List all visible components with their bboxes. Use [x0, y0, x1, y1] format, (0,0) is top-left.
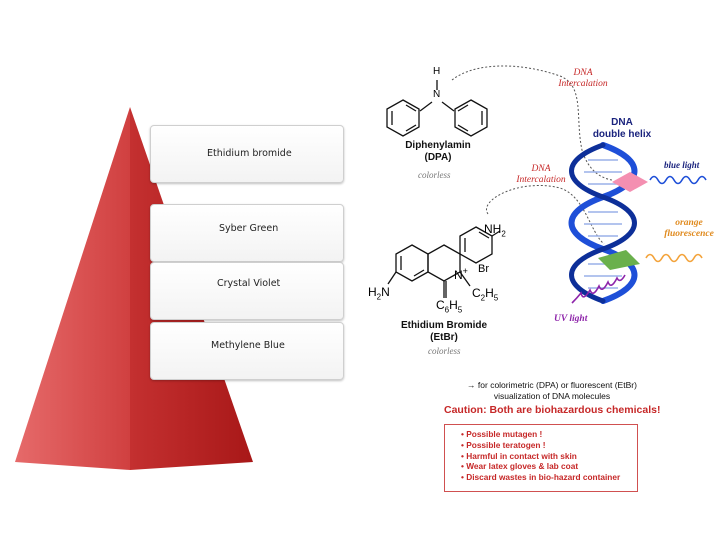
- list-item: Wear latex gloves & lab coat: [461, 461, 637, 472]
- etbr-n-plus: N+: [454, 266, 468, 282]
- dpa-name: Diphenylamin (DPA): [405, 140, 471, 163]
- dpa-structure: [386, 80, 488, 137]
- etbr-c6h5: C6H5: [436, 298, 463, 315]
- pyramid-tier-4: Methylene Blue: [150, 322, 344, 380]
- tier-label: Methylene Blue: [211, 340, 285, 351]
- uv-light-wave: [571, 274, 626, 304]
- pyramid-tier-3: Crystal Violet: [150, 262, 344, 320]
- intercalated-dpa-marker: [612, 172, 648, 192]
- uv-light-label: UV light: [554, 314, 588, 324]
- tier-label: Crystal Violet: [217, 278, 281, 289]
- list-item: Discard wastes in bio-hazard container: [461, 472, 637, 483]
- etbr-bromide: Br: [478, 263, 489, 275]
- list-item: Possible mutagen !: [461, 429, 637, 440]
- orange-fluorescence-label: orange fluorescence: [664, 218, 714, 239]
- pyramid-tier-1: Ethidium bromide: [150, 125, 344, 183]
- tier-label: Syber Green: [219, 223, 279, 234]
- etbr-name: Ethidium Bromide (EtBr): [400, 320, 488, 343]
- caution-title: Caution: Both are biohazardous chemicals…: [444, 404, 661, 416]
- etbr-nh2-right: NH2: [484, 222, 506, 239]
- pyramid-left-face: [15, 107, 130, 470]
- dna-double-helix-label: DNA double helix: [592, 117, 652, 140]
- dpa-atom-n: N: [433, 89, 441, 100]
- dna-helix: [568, 142, 648, 304]
- list-item: Harmful in contact with skin: [461, 451, 637, 462]
- intercalation-label-top: DNA Intercalation: [558, 68, 608, 89]
- etbr-h2n-left: H2N: [368, 285, 390, 302]
- blue-light-wave: [649, 175, 707, 185]
- etbr-colorless-note: colorless: [428, 346, 461, 356]
- orange-fluorescence-wave: [645, 253, 703, 263]
- etbr-c2h5: C2H5: [472, 286, 499, 303]
- etbr-structure: [387, 226, 501, 298]
- caution-box: Possible mutagen ! Possible teratogen ! …: [444, 424, 638, 492]
- dpa-atom-h: H: [433, 66, 441, 77]
- blue-light-label: blue light: [664, 160, 700, 170]
- caution-list: Possible mutagen ! Possible teratogen ! …: [445, 425, 637, 483]
- pyramid-tier-2: Syber Green: [150, 204, 344, 262]
- intercalation-label-middle: DNA Intercalation: [516, 164, 566, 185]
- list-item: Possible teratogen !: [461, 440, 637, 451]
- tier-label: Ethidium bromide: [207, 148, 292, 159]
- intercalated-etbr-marker: [598, 250, 640, 270]
- dashed-arrow-top: [451, 65, 613, 181]
- dpa-colorless-note: colorless: [418, 170, 451, 180]
- visualization-note: → for colorimetric (DPA) or fluorescent …: [467, 380, 637, 401]
